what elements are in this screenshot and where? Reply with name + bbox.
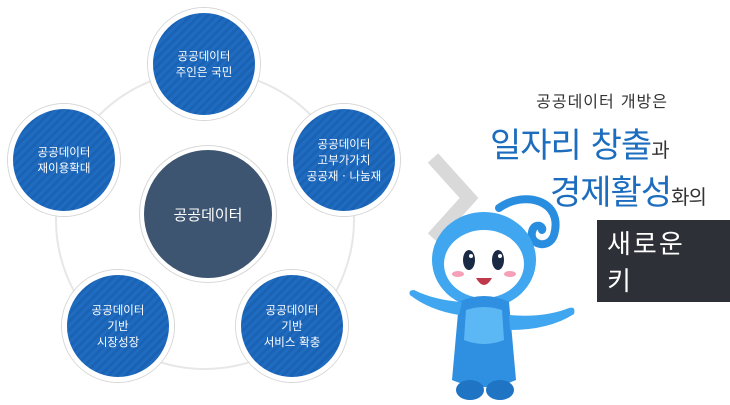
- headline-line2: 일자리 창출과: [490, 118, 670, 167]
- node-upper-left: 공공데이터 재이용확대: [8, 104, 120, 216]
- headline-line1: 공공데이터 개방은: [536, 92, 668, 111]
- node-top: 공공데이터 주인은 국민: [148, 8, 260, 120]
- node-upper-right-label: 공공데이터 고부가가치 공공재 · 나눔재: [306, 137, 382, 183]
- headline-line2-main: 일자리 창출: [490, 126, 652, 166]
- headline-key-badge: 새로운 키: [597, 220, 730, 302]
- node-top-label: 공공데이터 주인은 국민: [175, 49, 233, 79]
- node-lower-left: 공공데이터 기반 시장성장: [62, 270, 174, 382]
- headline-line3-main: 경제활성: [550, 173, 672, 213]
- headline-line3-suffix: 화의: [671, 185, 707, 209]
- node-lower-right: 공공데이터 기반 서비스 확충: [236, 270, 348, 382]
- node-lower-right-label: 공공데이터 기반 서비스 확충: [263, 303, 321, 349]
- center-circle: 공공데이터: [140, 146, 276, 282]
- headline-line3: 경제활성화의: [550, 165, 707, 214]
- chevron-right-icon: [427, 153, 479, 243]
- node-lower-left-label: 공공데이터 기반 시장성장: [91, 303, 145, 349]
- headline-block: 공공데이터 개방은 일자리 창출과 경제활성화의 새로운 키: [470, 0, 730, 405]
- headline-line2-suffix: 과: [651, 138, 669, 162]
- cycle-diagram: 공공데이터 주인은 국민 공공데이터 고부가가치 공공재 · 나눔재 공공데이터…: [8, 8, 400, 382]
- node-upper-right: 공공데이터 고부가가치 공공재 · 나눔재: [288, 104, 400, 216]
- mascot-character: [409, 195, 575, 400]
- node-upper-left-label: 공공데이터 재이용확대: [37, 145, 91, 175]
- center-label: 공공데이터: [173, 205, 243, 224]
